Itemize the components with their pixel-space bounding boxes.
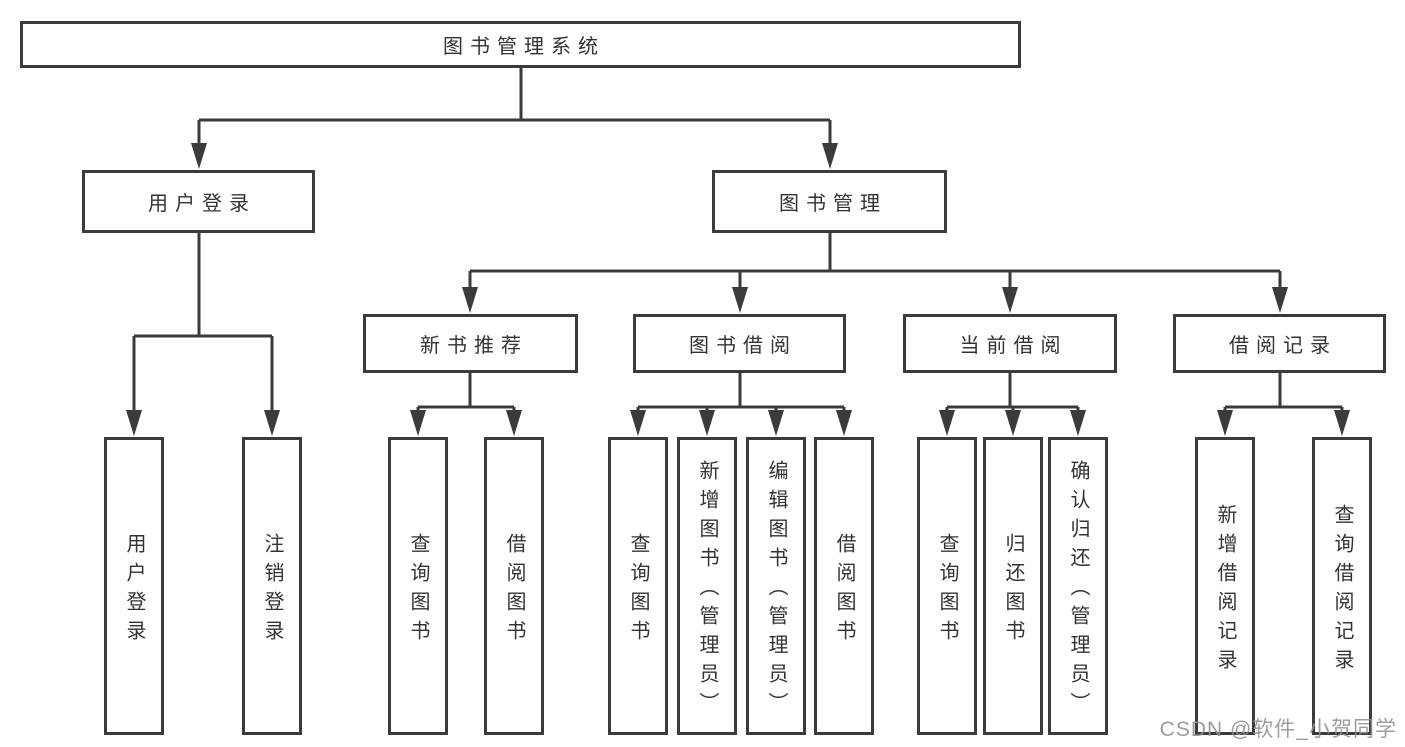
node-current-borrowing: 当前借阅 bbox=[903, 314, 1117, 373]
leaf-label: 查询图书 bbox=[936, 532, 958, 649]
leaf-user-login: 用户登录 bbox=[104, 437, 164, 735]
connector-user-login-to-leaves bbox=[132, 233, 274, 411]
node-borrowing-records: 借阅记录 bbox=[1173, 314, 1386, 373]
leaf-add-books-admin: 新增图书（管理员） bbox=[677, 437, 737, 735]
leaf-borrow-books: 借阅图书 bbox=[484, 437, 544, 735]
leaf-label: 注销登录 bbox=[261, 532, 283, 649]
connector-new-book-to-leaves bbox=[416, 373, 516, 411]
connector-borrowing-records-to-leaves bbox=[1223, 373, 1344, 411]
arrowheads-leaf-row bbox=[410, 410, 1350, 436]
leaf-query-books-3: 查询图书 bbox=[917, 437, 977, 735]
node-label: 借阅记录 bbox=[1229, 335, 1337, 357]
leaf-label: 查询图书 bbox=[407, 532, 429, 649]
connector-book-borrowing-to-leaves bbox=[636, 373, 846, 411]
connector-current-borrowing-to-leaves bbox=[945, 373, 1080, 411]
leaf-query-books: 查询图书 bbox=[388, 437, 448, 735]
leaf-label: 归还图书 bbox=[1002, 532, 1024, 649]
node-label: 当前借阅 bbox=[959, 335, 1068, 357]
arrowheads-level1 bbox=[191, 143, 838, 169]
leaf-add-borrow-record: 新增借阅记录 bbox=[1195, 437, 1255, 735]
leaf-return-books: 归还图书 bbox=[983, 437, 1043, 735]
node-label: 用户登录 bbox=[148, 193, 256, 215]
leaf-label: 用户登录 bbox=[123, 532, 145, 649]
leaf-label: 借阅图书 bbox=[503, 532, 525, 649]
leaf-query-borrow-record: 查询借阅记录 bbox=[1312, 437, 1372, 735]
connector-root-to-level1 bbox=[197, 68, 832, 144]
leaf-edit-books-admin: 编辑图书（管理员） bbox=[746, 437, 806, 735]
connector-book-management-to-level2 bbox=[468, 233, 1282, 288]
node-library-management-system: 图书管理系统 bbox=[20, 21, 1021, 68]
leaf-label: 编辑图书（管理员） bbox=[765, 460, 787, 721]
node-label: 图书管理 bbox=[779, 193, 887, 215]
node-label: 图书管理系统 bbox=[443, 36, 605, 58]
arrowheads-level2 bbox=[462, 287, 1288, 313]
leaf-query-books-2: 查询图书 bbox=[608, 437, 668, 735]
leaf-label: 确认归还（管理员） bbox=[1067, 460, 1089, 721]
leaf-label: 查询图书 bbox=[627, 532, 649, 649]
node-label: 新书推荐 bbox=[420, 335, 528, 357]
node-label: 图书借阅 bbox=[689, 335, 797, 357]
leaf-borrow-books-2: 借阅图书 bbox=[814, 437, 874, 735]
leaf-confirm-return-admin: 确认归还（管理员） bbox=[1048, 437, 1108, 735]
leaf-label: 新增图书（管理员） bbox=[696, 460, 718, 721]
node-new-book-recommendation: 新书推荐 bbox=[363, 314, 578, 373]
arrowheads-user-login-leaves bbox=[126, 410, 280, 436]
node-book-borrowing: 图书借阅 bbox=[633, 314, 846, 373]
node-book-management: 图书管理 bbox=[712, 170, 947, 233]
leaf-label: 新增借阅记录 bbox=[1214, 503, 1236, 678]
leaf-label: 查询借阅记录 bbox=[1331, 503, 1353, 678]
leaf-label: 借阅图书 bbox=[833, 532, 855, 649]
watermark-text: CSDN @软件_小贺同学 bbox=[1159, 718, 1397, 741]
node-user-login: 用户登录 bbox=[82, 170, 315, 233]
leaf-logout-login: 注销登录 bbox=[242, 437, 302, 735]
